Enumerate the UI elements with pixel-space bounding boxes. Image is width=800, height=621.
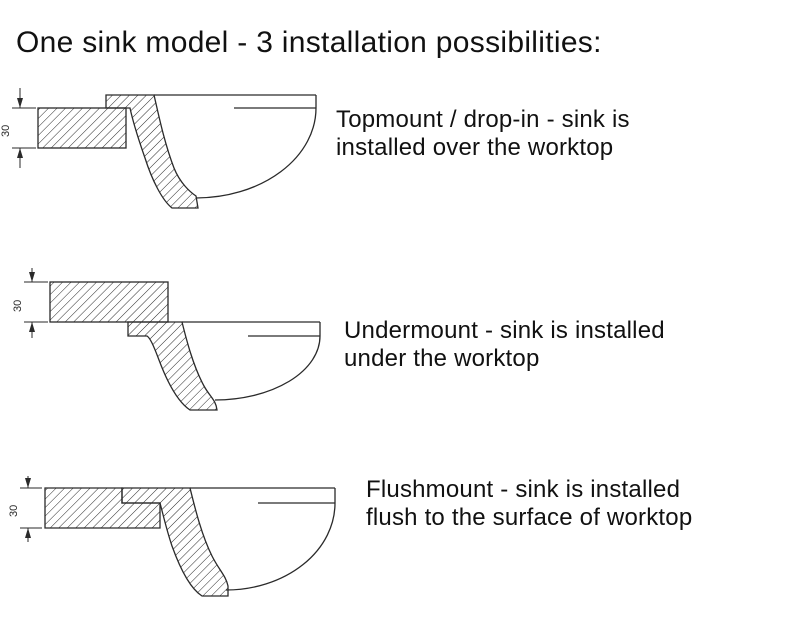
sink-bowl-arc [214,335,321,401]
dimension-value: 30 [12,300,24,312]
topmount-caption: Topmount / drop-in - sink is installed o… [336,106,630,162]
topmount-diagram: 30 [0,88,317,209]
undermount-diagram: 30 [12,268,321,411]
sink-rim-line [190,487,336,504]
worktop-cross-section [37,107,127,149]
sink-wall-cross-section [121,487,229,597]
undermount-caption: Undermount - sink is installed under the… [344,317,665,373]
dimension-value: 30 [8,505,20,517]
sink-wall-cross-section [127,321,218,411]
sink-bowl-arc [195,107,317,199]
dimension-annotation: 30 [0,88,36,168]
dimension-annotation: 30 [8,476,42,542]
worktop-cross-section [49,281,169,323]
dimension-value: 30 [0,125,12,137]
sink-wall-cross-section [105,94,199,209]
flushmount-caption: Flushmount - sink is installed flush to … [366,476,693,532]
sink-bowl-arc [225,502,336,591]
page-title: One sink model - 3 installation possibil… [16,26,602,60]
sink-rim-line [154,94,317,109]
sink-rim-line [182,321,321,337]
dimension-annotation: 30 [12,268,48,338]
flushmount-diagram: 30 [8,476,336,597]
